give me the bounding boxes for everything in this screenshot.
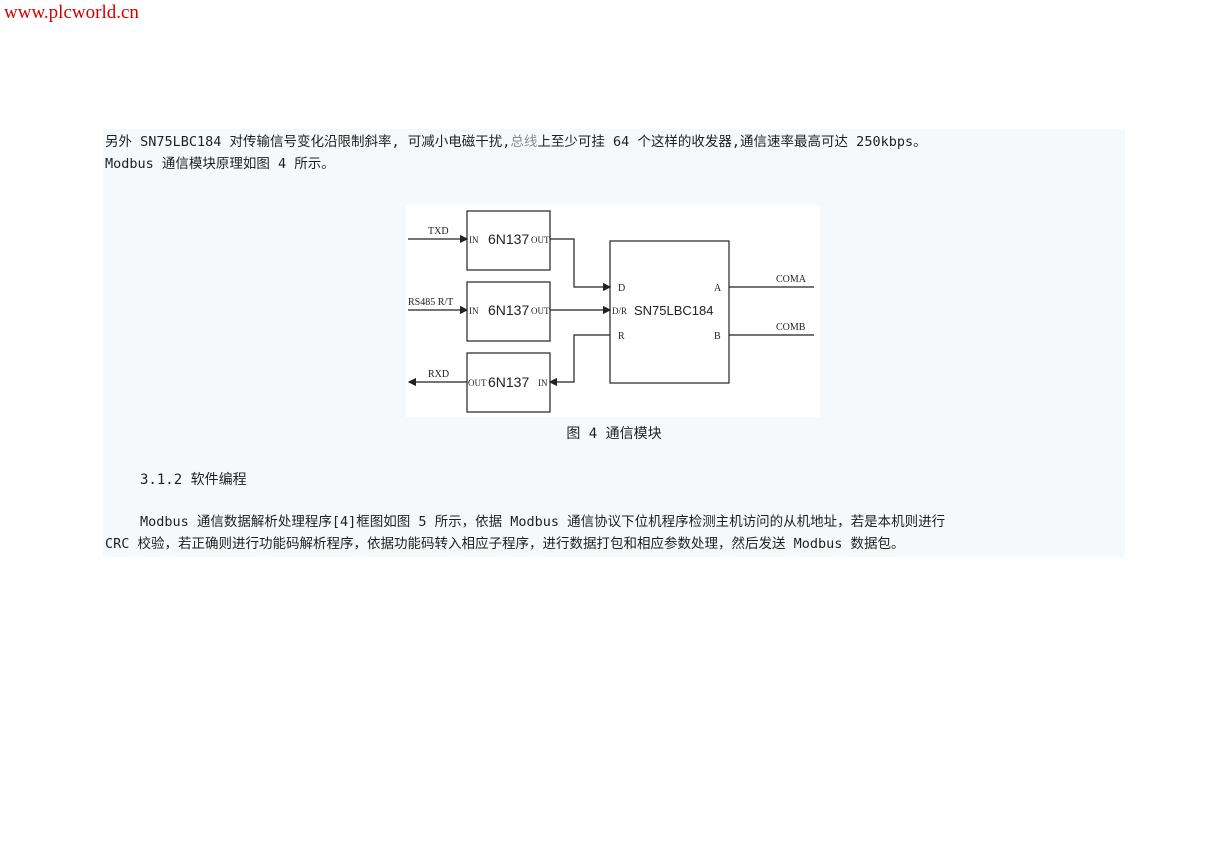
- pin-b: B: [714, 331, 721, 342]
- paragraph-line: CRC 校验，若正确则进行功能码解析程序，依据功能码转入相应子程序，进行数据打包…: [105, 536, 905, 552]
- chip-label-1: 6N137: [488, 231, 529, 247]
- out1-to-d-line: [550, 238, 612, 292]
- pin-in-3: IN: [538, 378, 548, 388]
- link-text[interactable]: 总线: [510, 134, 538, 150]
- label-rs485: RS485 R/T: [408, 297, 453, 308]
- paragraph-line: 另外 SN75LBC184 对传输信号变化沿限制斜率, 可减小电磁干扰,总线上至…: [105, 131, 927, 153]
- pin-a: A: [714, 283, 722, 294]
- text-span: 另外 SN75LBC184 对传输信号变化沿限制斜率, 可减小电磁干扰,: [105, 134, 511, 150]
- section-heading: 3.1.2 软件编程: [140, 472, 247, 488]
- text-span: 上至少可挂 64 个这样的收发器,通信速率最高可达 250kbps。: [537, 134, 927, 150]
- r-to-in3-line: [548, 334, 610, 387]
- label-coma: COMA: [776, 274, 807, 285]
- paragraph-software: Modbus 通信数据解析处理程序[4]框图如图 5 所示，依据 Modbus …: [105, 511, 945, 555]
- text-span: Modbus 通信数据解析处理程序[4]框图如图 5 所示，依据 Modbus …: [140, 514, 946, 530]
- pin-dr: D/R: [612, 306, 627, 316]
- paragraph-line: Modbus 通信数据解析处理程序[4]框图如图 5 所示，依据 Modbus …: [105, 511, 945, 533]
- label-comb: COMB: [776, 322, 806, 333]
- figure-4-diagram: TXD RS485 R/T RXD COMA COMB IN OUT IN OU…: [406, 205, 820, 417]
- label-txd: TXD: [428, 226, 449, 237]
- pin-out-2: OUT: [531, 306, 550, 316]
- figure-caption: 图 4 通信模块: [566, 426, 662, 442]
- block-diagram: TXD RS485 R/T RXD COMA COMB IN OUT IN OU…: [407, 210, 814, 413]
- chip-label-3: 6N137: [488, 374, 529, 390]
- pin-r: R: [618, 331, 625, 342]
- document-content: 另外 SN75LBC184 对传输信号变化沿限制斜率, 可减小电磁干扰,总线上至…: [103, 129, 1125, 557]
- pin-in-2: IN: [469, 306, 479, 316]
- label-rxd: RXD: [428, 369, 449, 380]
- transceiver-label: SN75LBC184: [634, 303, 714, 318]
- pin-out-3: OUT: [468, 378, 487, 388]
- pin-d: D: [618, 283, 625, 294]
- pin-out-1: OUT: [531, 235, 550, 245]
- paragraph-intro: 另外 SN75LBC184 对传输信号变化沿限制斜率, 可减小电磁干扰,总线上至…: [105, 131, 927, 175]
- chip-label-2: 6N137: [488, 302, 529, 318]
- paragraph-line: Modbus 通信模块原理如图 4 所示。: [105, 156, 335, 172]
- watermark: www.plcworld.cn: [4, 2, 139, 23]
- pin-in-1: IN: [469, 235, 479, 245]
